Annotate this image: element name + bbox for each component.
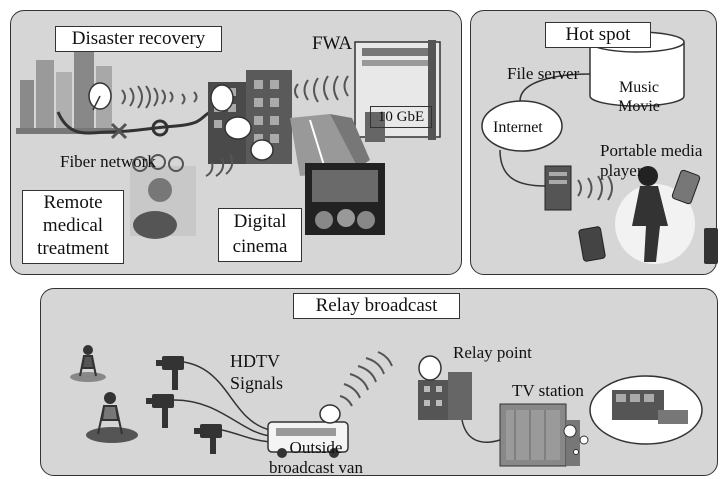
relay-broadcast-title: Relay broadcast	[293, 293, 460, 319]
portable-label-line2: player	[600, 161, 643, 180]
relay-point-building-image	[418, 355, 472, 420]
fwa-label: FWA	[311, 33, 353, 54]
hot-spot-title: Hot spot	[545, 22, 651, 48]
music-movie-label: Music Movie	[604, 78, 674, 116]
hdtv-label-line1: HDTV	[230, 351, 280, 371]
tv-station-building-image	[499, 403, 580, 467]
media-player-devices	[578, 169, 718, 264]
woman-with-player-image	[615, 166, 695, 264]
hdtv-label-line2: Signals	[230, 373, 284, 393]
broadcast-van-image	[267, 404, 349, 458]
remote-label-line1: Remote	[43, 192, 103, 213]
fwa-radio-waves-icon	[294, 75, 349, 103]
pc-tower-icon	[544, 165, 572, 211]
music-label: Music	[619, 79, 659, 96]
relay-to-station-link	[461, 419, 501, 443]
hotspot-waves-icon	[577, 175, 613, 201]
tv-camera-icons	[146, 356, 222, 454]
hotspot-links	[499, 73, 591, 187]
studio-thought-bubble-image	[573, 375, 703, 455]
data-center-building-image	[354, 40, 441, 142]
van-label-line1: Outside	[289, 438, 343, 457]
internet-label: Internet	[493, 119, 543, 136]
internet-cloud	[481, 100, 563, 152]
cinema-waves-icon	[205, 153, 234, 177]
portable-media-player-label: Portable media player	[600, 141, 702, 181]
remote-label-line3: treatment	[37, 238, 109, 259]
golfer-figures	[70, 345, 138, 443]
digital-label-line2: cinema	[232, 236, 288, 257]
dish-antenna-icon	[88, 82, 112, 111]
ten-gbe-label: 10 GbE	[370, 106, 432, 128]
remote-medical-treatment-label: Remote medical treatment	[22, 190, 124, 264]
radio-waves-icon	[121, 85, 198, 109]
cinema-scene-image	[305, 163, 385, 235]
office-building-image	[208, 70, 292, 164]
van-waves-icon	[339, 351, 393, 407]
movie-label: Movie	[618, 98, 660, 115]
outside-broadcast-van-label: Outside broadcast van	[262, 438, 370, 478]
remote-label-line2: medical	[42, 215, 104, 236]
tv-station-label: TV station	[512, 381, 584, 400]
fiber-network-label: Fiber network	[60, 152, 156, 171]
disaster-recovery-title: Disaster recovery	[55, 26, 222, 52]
digital-cinema-label: Digital cinema	[218, 208, 302, 262]
hdtv-signals-label: HDTV Signals	[230, 350, 283, 394]
digital-label-line1: Digital	[233, 211, 287, 232]
relay-broadcast-panel	[40, 288, 718, 476]
portable-label-line1: Portable media	[600, 141, 703, 160]
medical-scene-image	[130, 154, 196, 239]
van-label-line2: broadcast van	[269, 458, 363, 477]
relay-point-label: Relay point	[453, 343, 532, 362]
file-server-label: File server	[507, 64, 580, 83]
hdtv-signal-cables	[173, 361, 271, 443]
fiber-network-cable	[56, 110, 211, 140]
